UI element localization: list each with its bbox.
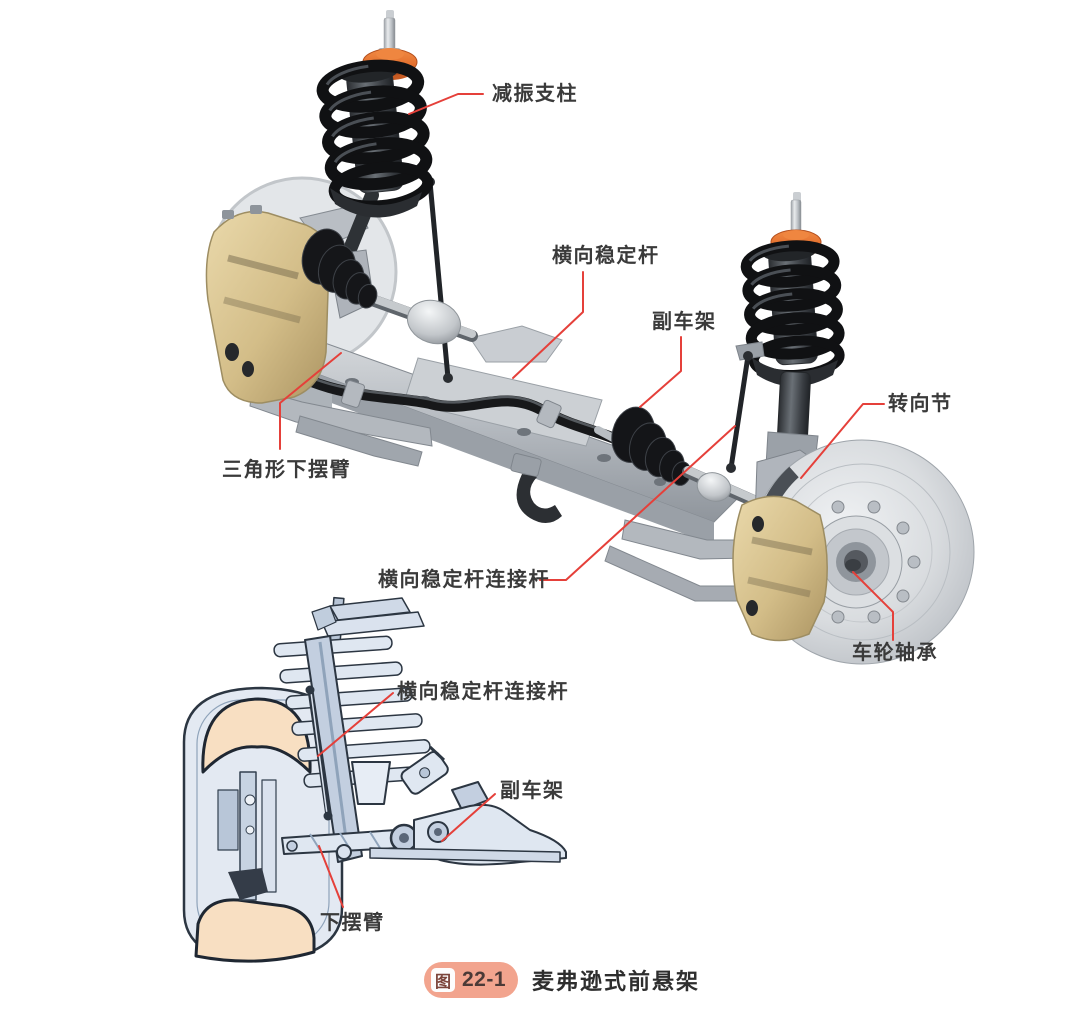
- label-subframe-bottom: 副车架: [500, 780, 565, 802]
- leader-steering-knuckle: [800, 403, 885, 479]
- label-lower-arm: 下摆臂: [320, 912, 385, 934]
- right-stabilizer-link: [726, 341, 765, 473]
- left-stabilizer-link: [425, 177, 453, 383]
- right-shock-strut: [740, 192, 845, 481]
- leader-stabilizer-link-top: [539, 425, 736, 581]
- main-assembly: [205, 10, 975, 665]
- label-strut: 减振支柱: [492, 83, 578, 105]
- label-stabilizer-bar: 横向稳定杆: [552, 245, 660, 267]
- label-steering-knuckle: 转向节: [888, 393, 953, 415]
- leader-stabilizer-link-bottom: [317, 692, 394, 757]
- left-brake-caliper: [205, 205, 330, 404]
- engine-mount-bracket: [510, 453, 562, 524]
- figure-badge: 图 22-1: [424, 962, 519, 998]
- leader-strut: [408, 93, 484, 115]
- stabilizer-link-2d: [305, 685, 333, 821]
- subframe-2d: [369, 781, 567, 866]
- leader-wheel-bearing: [852, 571, 894, 641]
- label-subframe-top: 副车架: [652, 311, 717, 333]
- leader-triangular-lower-arm: [279, 352, 342, 450]
- right-brake-caliper: [732, 495, 828, 642]
- leader-lower-arm: [318, 845, 344, 908]
- leader-stabilizer-bar: [512, 271, 584, 379]
- leader-subframe-bottom: [441, 793, 496, 842]
- figure-badge-prefix: 图: [431, 968, 455, 992]
- subframe-mounts-2d: [351, 745, 449, 805]
- label-triangular-lower-arm: 三角形下摆臂: [222, 459, 351, 481]
- leader-subframe-top: [639, 336, 682, 408]
- figure-badge-number: 22-1: [462, 968, 507, 991]
- label-wheel-bearing: 车轮轴承: [852, 642, 938, 664]
- figure-caption: 图 22-1 麦弗逊式前悬架: [424, 962, 700, 998]
- leader-lines: [279, 93, 894, 908]
- label-stabilizer-link-bottom: 横向稳定杆连接杆: [397, 681, 569, 703]
- label-stabilizer-link-top: 横向稳定杆连接杆: [378, 569, 550, 591]
- left-shock-strut: [316, 10, 434, 218]
- left-cv-boot: [301, 228, 478, 345]
- cutaway-diagram: [182, 596, 567, 963]
- figure-title: 麦弗逊式前悬架: [532, 969, 701, 994]
- right-cv-boot: [594, 406, 762, 508]
